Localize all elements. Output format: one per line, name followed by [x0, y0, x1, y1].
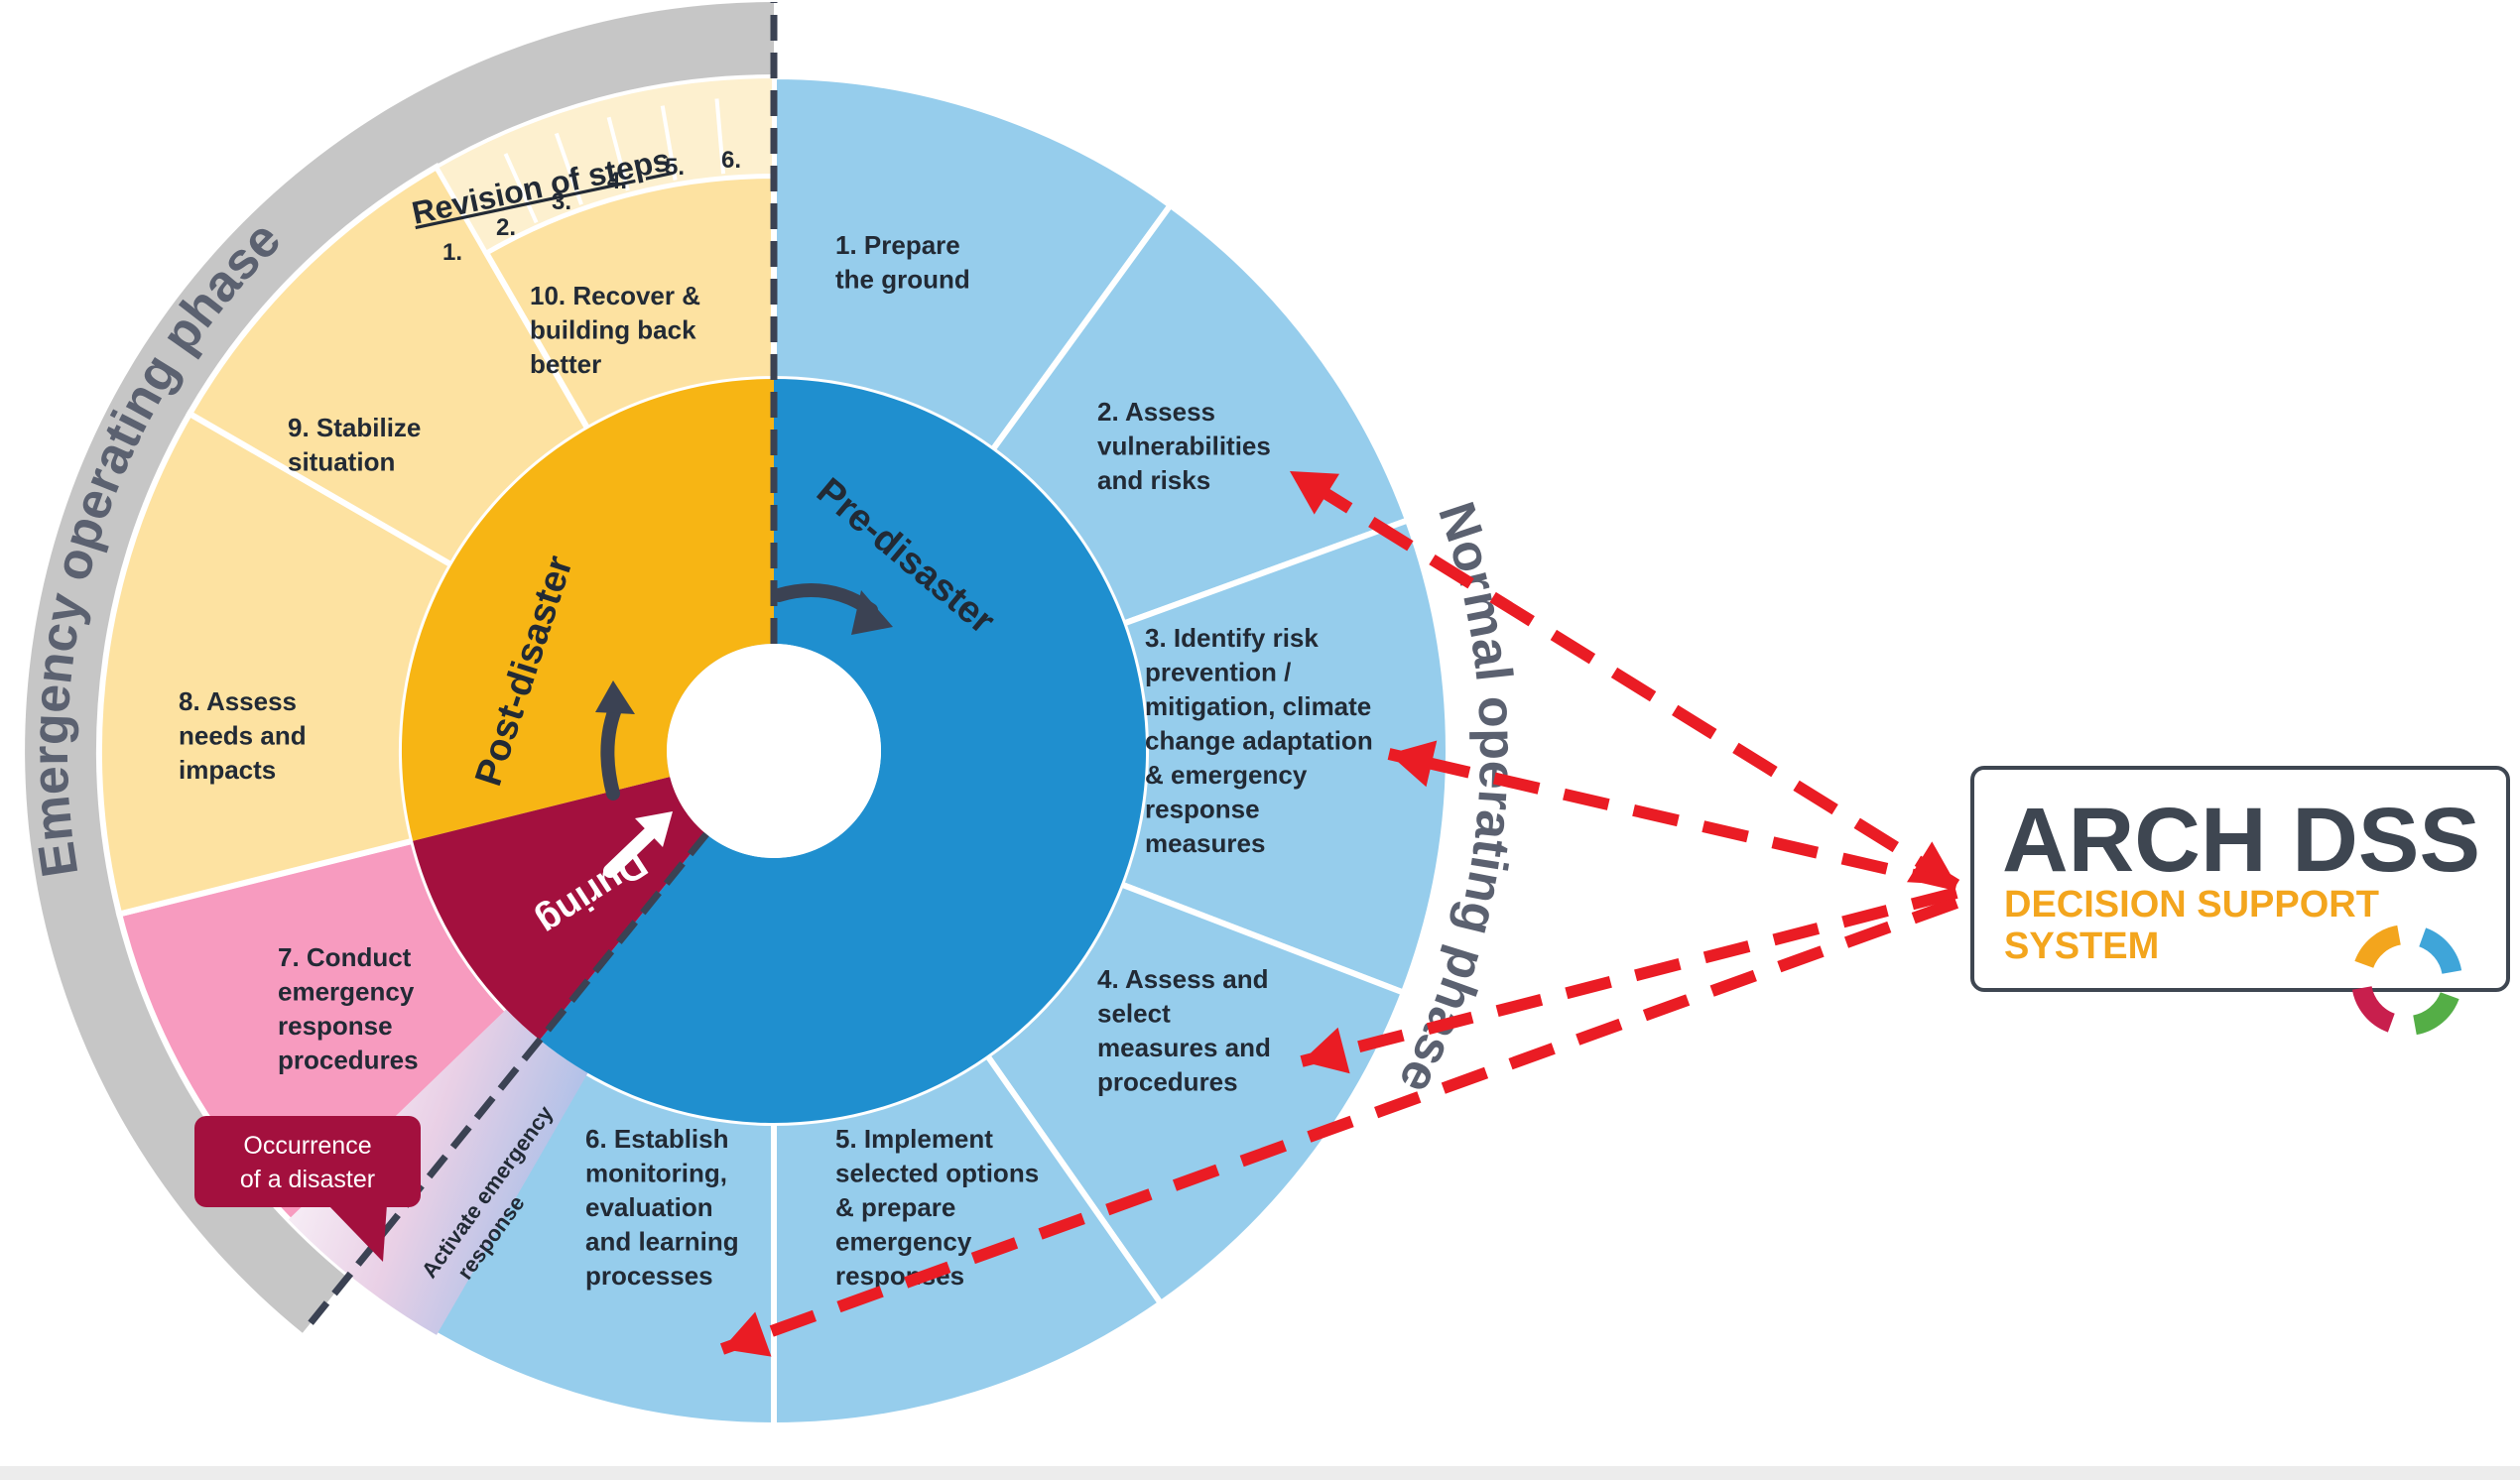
arrow-to-step-2-head: [1290, 471, 1339, 515]
step-2-label-line: 2. Assess: [1097, 397, 1215, 427]
step-4-label-line: measures and: [1097, 1033, 1271, 1062]
arrow-to-step-6-head: [722, 1311, 772, 1357]
step-7-label-line: procedures: [278, 1046, 419, 1075]
step-5-label-line: & prepare: [835, 1192, 955, 1222]
arrow-to-step-6: [719, 897, 1959, 1355]
logo-subtitle-line: DECISION SUPPORT: [2004, 884, 2379, 925]
occurrence-text: Occurrence of a disaster: [240, 1132, 375, 1193]
step-5-label-line: selected options: [835, 1159, 1039, 1188]
post-cycle-arrowhead: [595, 680, 635, 714]
step-2-label: 2. Assess vulnerabilities and risks: [1097, 397, 1271, 495]
step-6-label-line: monitoring,: [585, 1159, 727, 1188]
revision-number: 1.: [442, 239, 462, 266]
revision-divider: [660, 105, 678, 181]
logo-subtitle-line: SYSTEM: [2004, 925, 2159, 967]
step-4-label-line: select: [1097, 999, 1171, 1029]
step-1-label: 1. Prepare the ground: [835, 230, 970, 295]
step-6-label: 6. Establish monitoring, evaluation and lea…: [585, 1124, 739, 1291]
logo-frame: [1970, 766, 2510, 992]
occurrence-text-line: Occurrence: [243, 1132, 371, 1160]
step-6-label-line: 6. Establish: [585, 1124, 729, 1154]
revision-divider: [503, 153, 539, 224]
post-disaster-ring: [401, 379, 774, 841]
step-6-label-line: processes: [585, 1261, 713, 1291]
revision-number: 4.: [607, 168, 627, 194]
step-10-label-line: building back: [530, 315, 696, 345]
revision-divider: [554, 132, 583, 205]
arrow-to-step-4-head: [1302, 1027, 1350, 1074]
arrow-to-step-3: [1387, 748, 1958, 891]
step-4-label-line: 4. Assess and: [1097, 964, 1268, 994]
step-6-label-line: evaluation: [585, 1192, 713, 1222]
revision-number: 2.: [496, 214, 516, 241]
revision-number: 5.: [665, 154, 685, 181]
step-10-label-line: 10. Recover &: [530, 281, 700, 310]
step-3-label-line: & emergency: [1145, 760, 1308, 790]
step-3-label-line: 3. Identify risk: [1145, 623, 1319, 653]
pre-disaster-ring: [540, 379, 1147, 1123]
step-3-label-line: mitigation, climate: [1145, 691, 1371, 721]
step-9-label-line: 9. Stabilize: [288, 413, 421, 442]
logo-ring-icon-segment: [2351, 985, 2396, 1033]
logo-ring-icon-segment: [2412, 991, 2459, 1036]
occurrence-callout-tail: [327, 1204, 387, 1262]
step-5-label: 5. Implement selected options & prepare eme…: [835, 1124, 1039, 1291]
revision-divider: [606, 116, 630, 191]
revision-number: 3.: [552, 188, 571, 215]
step-10-label: 10. Recover & building back better: [530, 281, 700, 379]
center-hole: [667, 644, 881, 858]
step-8-label-line: impacts: [179, 755, 276, 785]
step-9-label-line: situation: [288, 447, 395, 477]
logo-ring-icon-segment: [2354, 925, 2402, 969]
step-7-label-line: response: [278, 1011, 393, 1041]
logo-ring-icon-segment: [2418, 927, 2462, 975]
arrow-to-step-2: [1286, 465, 1960, 891]
step-1-label-line: the ground: [835, 265, 970, 295]
step-5-label-line: 5. Implement: [835, 1124, 993, 1154]
step-6-label-line: and learning: [585, 1227, 739, 1257]
revision-divider: [714, 98, 726, 175]
step-8-label-line: 8. Assess: [179, 686, 297, 716]
step-3-label: 3. Identify risk prevention / mitigation, …: [1145, 623, 1373, 858]
bottom-divider: [0, 1466, 2520, 1480]
pre-cycle-arrowhead: [851, 590, 893, 635]
arrow-to-step-4: [1300, 887, 1958, 1067]
step-8-label: 8. Assess needs and impacts: [179, 686, 307, 785]
occurrence-callout: [194, 1116, 421, 1207]
step-5-label-line: emergency: [835, 1227, 972, 1257]
step-1-label-line: 1. Prepare: [835, 230, 960, 260]
revision-band: [434, 73, 776, 256]
step-3-label-line: measures: [1145, 828, 1265, 858]
step-3-label-line: prevention /: [1145, 658, 1291, 687]
step-9-label: 9. Stabilize situation: [288, 413, 421, 477]
during-cycle-arrowhead: [635, 811, 673, 847]
occurrence-text-line: of a disaster: [240, 1166, 375, 1193]
step-10-label-line: better: [530, 349, 601, 379]
step-7-label-line: 7. Conduct: [278, 942, 412, 972]
step-7-label: 7. Conduct emergency response procedures: [278, 942, 419, 1075]
step-2-label-line: vulnerabilities: [1097, 432, 1271, 461]
disaster-boundary-dashed: [306, 831, 709, 1328]
step-2-label-line: and risks: [1097, 465, 1210, 495]
step-4-label-line: procedures: [1097, 1067, 1238, 1097]
step-7-label-line: emergency: [278, 977, 415, 1007]
arrow-to-step-3-head: [1389, 740, 1438, 788]
step-8-label-line: needs and: [179, 721, 307, 751]
revision-number: 6.: [721, 147, 741, 174]
step-3-label-line: response: [1145, 795, 1260, 824]
logo-title: ARCH DSS: [2002, 790, 2480, 891]
step-3-label-line: change adaptation: [1145, 726, 1373, 756]
during-cycle-arrow: [603, 821, 662, 878]
step-4-label: 4. Assess and select measures and procedure…: [1097, 964, 1271, 1097]
